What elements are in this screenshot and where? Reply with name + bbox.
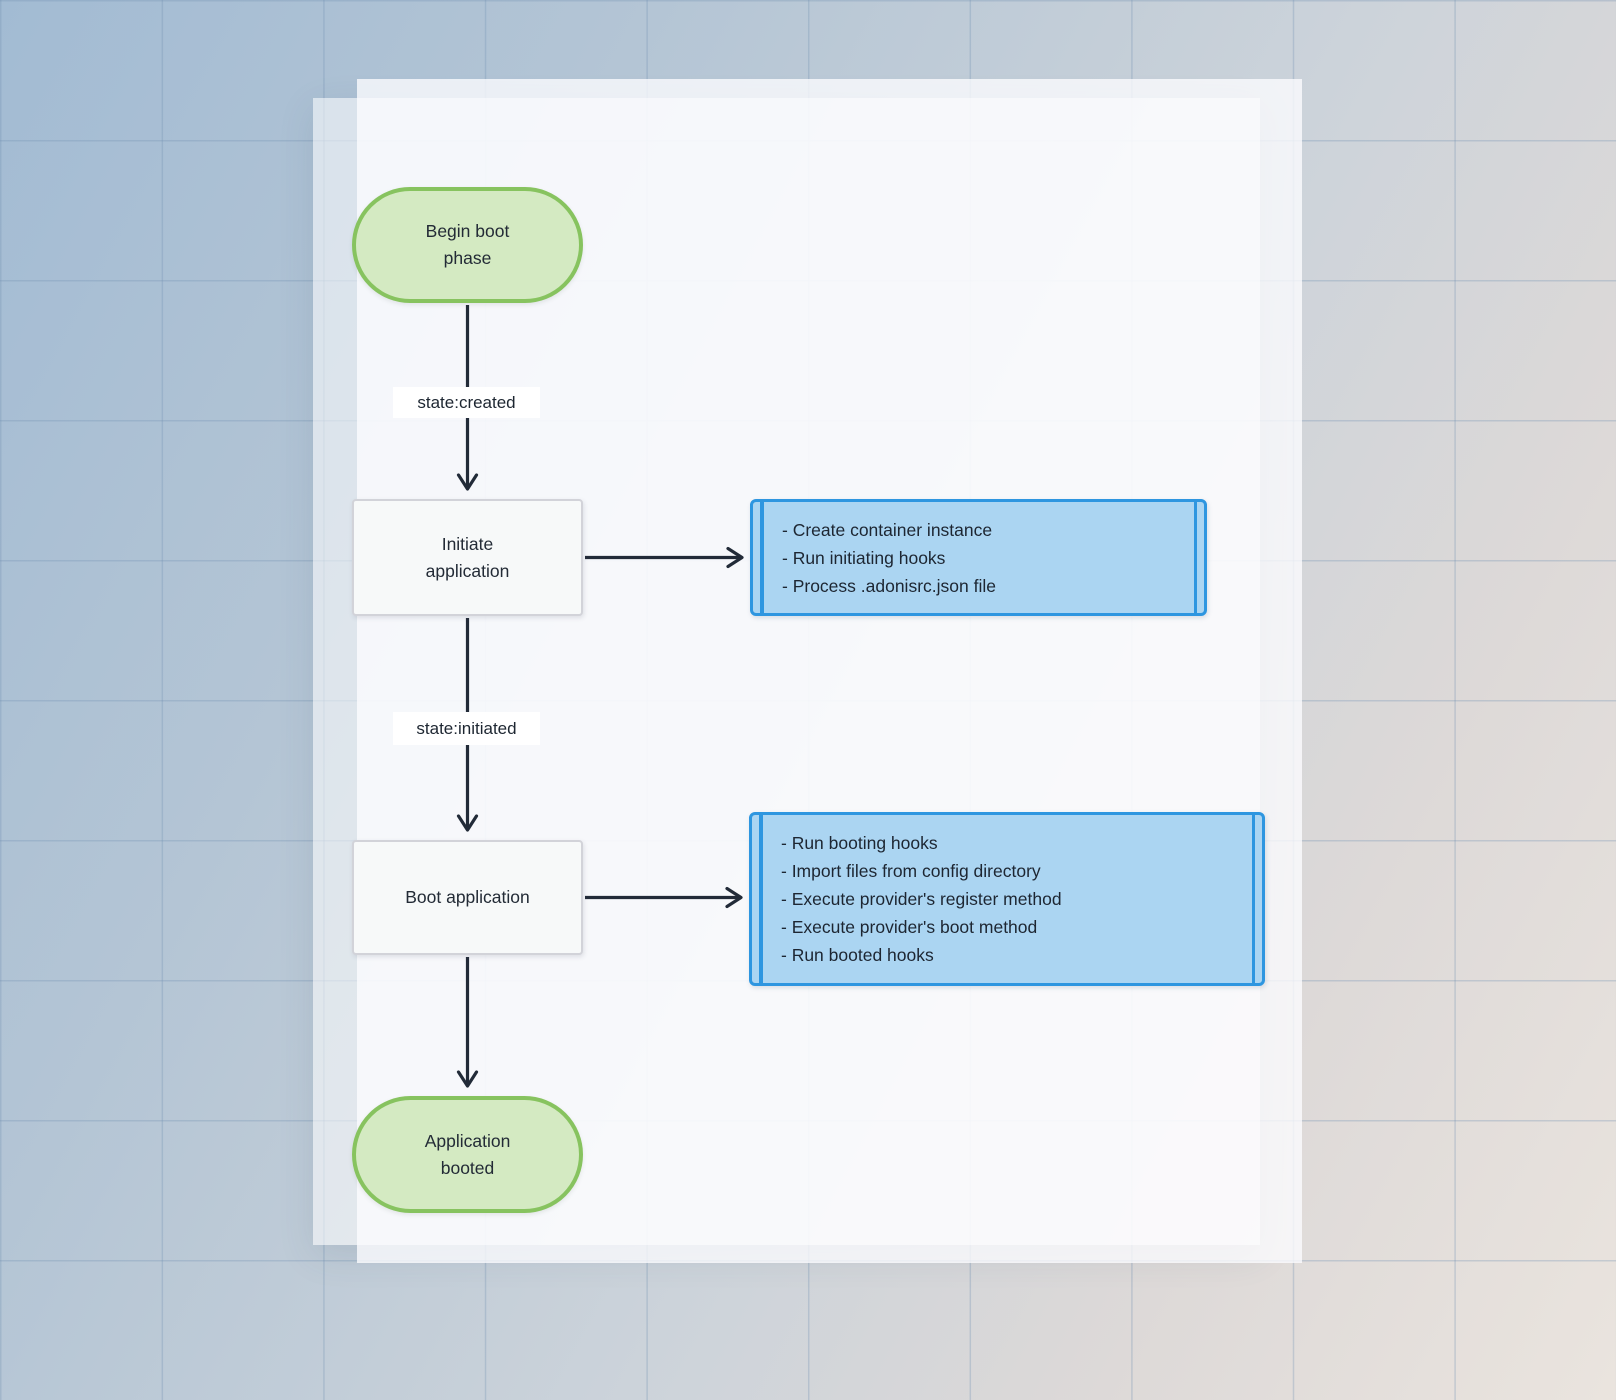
edge-label-state-created: state:created — [393, 387, 540, 418]
task-line: - Run initiating hooks — [782, 547, 946, 568]
edge-label-text: state:created — [417, 392, 516, 412]
edge-label-state-initiated: state:initiated — [393, 712, 540, 745]
start-node-label: Begin boot phase — [425, 221, 510, 268]
boot-node-label: Boot application — [405, 887, 530, 907]
initiate-tasks-subroutine: - Create container instance - Run initia… — [750, 499, 1207, 616]
boot-tasks-subroutine: - Run booting hooks - Import files from … — [749, 812, 1265, 986]
edge-label-text: state:initiated — [416, 718, 517, 738]
start-node: Begin boot phase — [352, 187, 583, 303]
task-line: - Run booting hooks — [781, 833, 938, 853]
task-line: - Execute provider's register method — [781, 889, 1062, 909]
task-line: - Process .adonisrc.json file — [782, 575, 996, 596]
task-line: - Run booted hooks — [781, 945, 934, 965]
initiate-application-node: Initiate application — [352, 499, 583, 616]
end-node: Application booted — [352, 1096, 583, 1213]
initiate-tasks-list: - Create container instance - Run initia… — [753, 516, 996, 600]
task-line: - Execute provider's boot method — [781, 917, 1038, 937]
initiate-node-label: Initiate application — [425, 533, 510, 581]
boot-application-node: Boot application — [352, 840, 583, 955]
task-line: - Create container instance — [782, 519, 993, 540]
boot-tasks-list: - Run booting hooks - Import files from … — [752, 829, 1062, 969]
end-node-label: Application booted — [424, 1130, 511, 1178]
task-line: - Import files from config directory — [781, 861, 1041, 881]
